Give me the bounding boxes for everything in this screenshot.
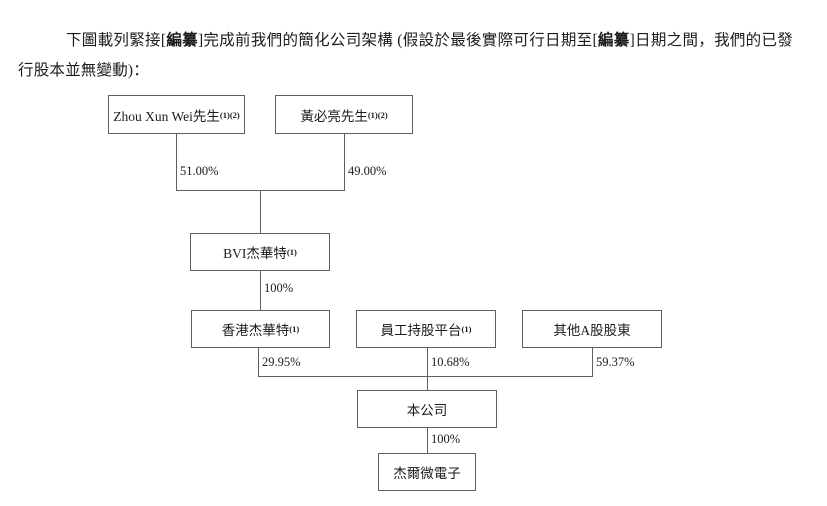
node-zhou-xun-wei[interactable]: Zhou Xun Wei先生(1)(2): [108, 95, 245, 134]
percentage-label-1068: 10.68%: [431, 355, 470, 369]
node-hk-jiehuate[interactable]: 香港杰華特(1): [191, 310, 330, 348]
intro-placeholder-2: 編纂: [597, 31, 630, 49]
node-label: 員工持股平台: [380, 323, 462, 338]
intro-text-tail: ]日期之間，我們的已發行股本並無變動)：: [18, 31, 794, 79]
intro-placeholder-1: 編纂: [166, 31, 198, 49]
node-footnote-marker: (1)(2): [219, 109, 240, 120]
edge-join-to-bvi: [260, 190, 261, 233]
node-jierwei-microelectronics[interactable]: 杰爾微電子: [378, 453, 476, 491]
percentage-label-49: 49.00%: [348, 164, 387, 178]
edge-company-to-jierwei: [427, 428, 428, 453]
node-footnote-marker: (1)(2): [367, 109, 388, 120]
node-label: 香港杰華特: [221, 323, 290, 338]
edge-esop-down: [427, 348, 428, 377]
percentage-label-51: 51.00%: [180, 164, 219, 178]
node-bvi-jiehuate[interactable]: BVI杰華特(1): [190, 233, 330, 271]
intro-paragraph: 下圖載列緊接[編纂]完成前我們的簡化公司架構 (假設於最後實際可行日期至[編纂]…: [18, 26, 793, 86]
node-footnote-marker: (1): [461, 324, 472, 334]
edge-huang-down: [344, 134, 345, 191]
edge-hk-down: [258, 348, 259, 377]
percentage-label-100-company-jierwei: 100%: [431, 432, 461, 446]
edge-othera-down: [592, 348, 593, 377]
node-label: BVI杰華特: [223, 246, 287, 261]
node-label: 本公司: [406, 403, 448, 418]
node-label: 其他A股股東: [553, 323, 631, 338]
node-label: Zhou Xun Wei先生: [113, 108, 220, 124]
percentage-label-100-bvi-hk: 100%: [264, 281, 294, 295]
node-label: 杰爾微電子: [393, 466, 461, 481]
percentage-label-5937: 59.37%: [596, 355, 635, 369]
node-our-company[interactable]: 本公司: [357, 390, 497, 428]
percentage-label-2995: 29.95%: [262, 355, 301, 369]
node-footnote-marker: (1): [289, 324, 300, 334]
edge-bvi-to-hk: [260, 271, 261, 310]
edge-join-to-company: [427, 376, 428, 390]
edge-zhou-down: [176, 134, 177, 191]
node-huang-bi-liang[interactable]: 黃必亮先生(1)(2): [275, 95, 413, 134]
intro-text-lead: 下圖載列緊接[: [66, 31, 167, 49]
node-employee-shareholding-platform[interactable]: 員工持股平台(1): [356, 310, 496, 348]
node-footnote-marker: (1): [286, 247, 297, 257]
edge-row3-join-bar: [258, 376, 593, 377]
intro-text-mid: ]完成前我們的簡化公司架構 (假設於最後實際可行日期至[: [197, 31, 598, 49]
node-label: 黃必亮先生: [300, 108, 368, 124]
node-other-a-share-holders[interactable]: 其他A股股東: [522, 310, 662, 348]
